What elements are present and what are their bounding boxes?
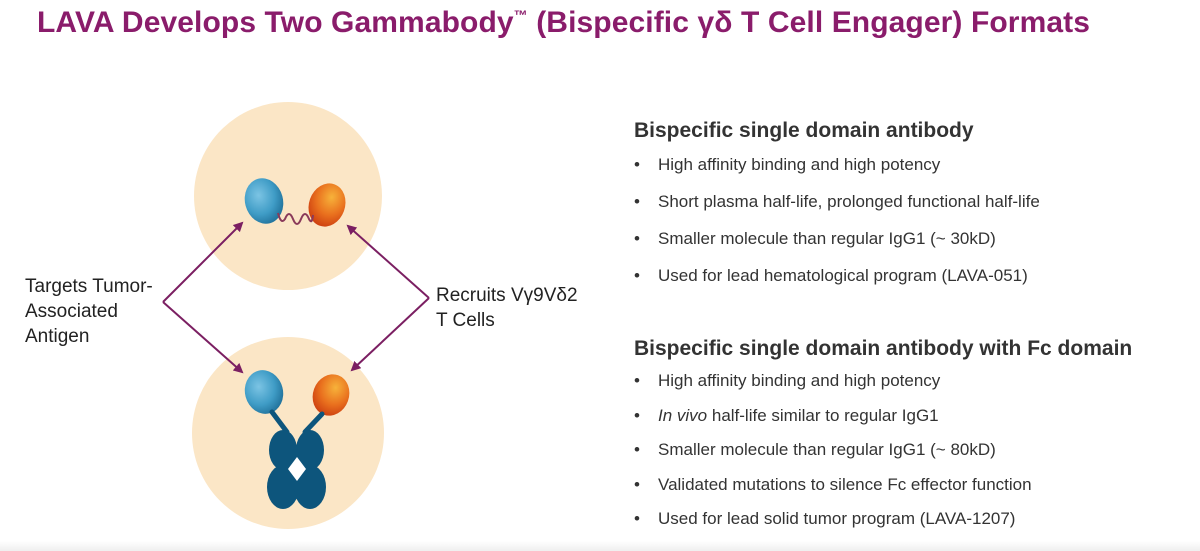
title-text: LAVA Develops Two Gammabody	[37, 6, 514, 39]
arrow-to-bottom-right	[350, 297, 430, 372]
bullet-text: High affinity binding and high potency	[658, 371, 941, 390]
t-cell-label: Recruits Vγ9Vδ2 T Cells	[436, 283, 578, 333]
section-fc-domain: Bispecific single domain antibody with F…	[634, 337, 1132, 544]
bullet-item: • Smaller molecule than regular IgG1 (~ 8…	[634, 440, 1132, 475]
bullet-icon: •	[634, 266, 640, 285]
single-domain-antibody	[244, 178, 346, 227]
bullet-icon: •	[634, 192, 640, 211]
trademark-symbol: ™	[513, 7, 528, 23]
bullet-text: Used for lead solid tumor program (LAVA-…	[658, 509, 1016, 528]
slide-title: LAVA Develops Two Gammabody™ (Bispecific…	[37, 6, 1090, 40]
bullet-text: High affinity binding and high potency	[658, 155, 941, 174]
tumor-antigen-label: Targets Tumor- Associated Antigen	[25, 274, 153, 349]
bullet-icon: •	[634, 229, 640, 248]
bullet-item: • Short plasma half-life, prolonged funct…	[634, 192, 1040, 229]
bullet-text: Smaller molecule than regular IgG1 (~ 80…	[658, 440, 996, 459]
bullet-text: Smaller molecule than regular IgG1 (~ 30…	[658, 229, 996, 248]
label-line: Antigen	[25, 326, 90, 347]
bullet-text: Used for lead hematological program (LAV…	[658, 266, 1028, 285]
label-line: Associated	[25, 301, 118, 322]
bullet-list: •High affinity binding and high potency …	[634, 371, 1132, 544]
bullet-text: Short plasma half-life, prolonged functi…	[658, 192, 1040, 211]
bullet-item: • Smaller molecule than regular IgG1 (~ 3…	[634, 229, 1040, 266]
label-line: Targets Tumor-	[25, 276, 153, 297]
hinge-left	[269, 409, 290, 435]
bullet-text: Validated mutations to silence Fc effect…	[658, 474, 1032, 494]
blue-domain	[244, 178, 284, 224]
top-circle	[194, 102, 382, 290]
gammabody-diagram	[162, 102, 430, 529]
footer-shadow	[0, 541, 1200, 551]
hinge-right	[302, 411, 325, 435]
arrow-to-top-right	[346, 224, 430, 299]
bullet-item: • High affinity binding and high potency	[634, 155, 1040, 192]
arrows	[162, 221, 430, 374]
label-line: T Cells	[436, 310, 495, 331]
bullet-item: • In vivo half-life similar to regular Ig…	[634, 406, 1132, 441]
orange-domain	[312, 374, 350, 416]
linker	[277, 212, 314, 225]
bullet-list: •High affinity binding and high potency …	[634, 155, 1040, 303]
bullet-italic-text: In vivo	[658, 405, 708, 425]
bullet-icon: •	[634, 371, 640, 390]
section-single-domain: Bispecific single domain antibody • High …	[634, 119, 1040, 303]
section-heading: Bispecific single domain antibody with F…	[634, 337, 1133, 360]
bullet-icon: •	[634, 509, 640, 528]
bullet-item: • Used for lead solid tumor program (LAVA…	[634, 509, 1132, 544]
arrow-to-bottom-left	[162, 301, 244, 374]
bullet-icon: •	[634, 474, 640, 494]
title-text-suffix: (Bispecific γδ T Cell Engager) Formats	[527, 6, 1091, 39]
bullet-icon: •	[634, 405, 640, 425]
arrow-to-top-left	[162, 221, 244, 303]
fc-diamond	[288, 457, 306, 481]
label-line: Recruits Vγ9Vδ2	[436, 285, 578, 306]
bullet-icon: •	[634, 155, 640, 174]
section-heading: Bispecific single domain antibody	[634, 119, 974, 142]
blue-domain	[244, 370, 284, 414]
fc-domain-antibody	[244, 370, 350, 509]
bullet-icon: •	[634, 440, 640, 459]
bullet-item: • High affinity binding and high potency	[634, 371, 1132, 406]
bullet-item: • Validated mutations to silence Fc effec…	[634, 475, 1132, 510]
orange-domain	[308, 183, 346, 227]
bullet-item: • Used for lead hematological program (LA…	[634, 266, 1040, 303]
bullet-text: half-life similar to regular IgG1	[707, 405, 939, 425]
